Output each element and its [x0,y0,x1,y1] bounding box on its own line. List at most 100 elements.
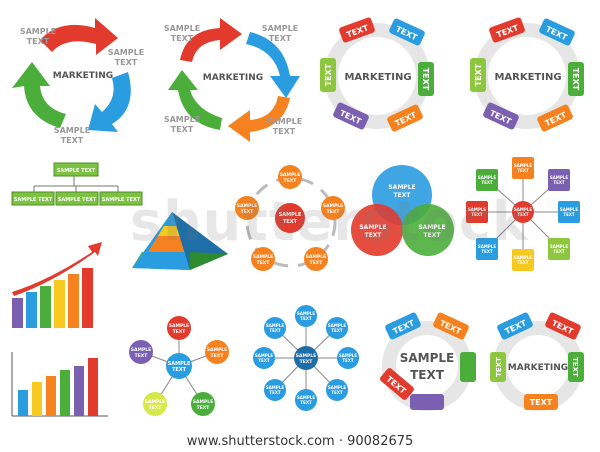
node-label: SAMPLE [306,254,326,260]
square-node-label: TEXT [517,168,529,173]
org-node [99,191,143,206]
green-segment [568,62,584,96]
org-chart: SAMPLE TEXT SAMPLE TEXT SAMPLE TEXT SAMP… [11,162,143,206]
square-node-label: SAMPLE [550,175,568,180]
org-node-label: SAMPLE TEXT [102,197,141,203]
square-node-label: SAMPLE [468,207,486,212]
node [264,379,286,401]
node-label: SAMPLE [323,203,343,209]
bar [88,358,98,416]
node-label: TEXT [241,209,255,215]
green-arrow [12,62,66,128]
footer: www.shutterstock.com · 90082675 [0,432,600,452]
square-node [512,249,534,271]
hub-circle-nodes-blue: SAMPLE TEXT SAMPLE TEXT SAMPLE TEXT SAMP… [253,305,359,411]
bar-chart [11,352,108,417]
square-node-label: SAMPLE [478,175,496,180]
node [326,317,348,339]
node-label: SAMPLE [253,254,273,260]
hub-circle-nodes-small: SAMPLE TEXT SAMPLE TEXT SAMPLE TEXT SAMP… [129,316,229,416]
red-segment [545,312,581,340]
square-node-label: TEXT [553,249,565,254]
hub-center [166,353,192,379]
node-label: TEXT [173,329,187,335]
node-label: TEXT [342,358,354,363]
diagram1-label-a1: SAMPLE [20,27,56,36]
hub-label: TEXT [517,212,529,217]
diagram2-title: MARKETING [203,73,263,83]
pyramid [132,212,228,270]
orange-segment [537,104,573,132]
green-segment-left [320,58,336,92]
ring-center-label: SAMPLE [400,351,455,365]
node [264,317,286,339]
org-node-label: SAMPLE TEXT [14,197,53,203]
node-label: TEXT [331,328,343,333]
red-segment [339,17,375,43]
hub-label: SAMPLE [514,207,532,212]
node-label: SAMPLE [237,203,257,209]
node-label: TEXT [197,405,211,411]
node-label: TEXT [258,358,270,363]
node [251,247,275,271]
green-segment [568,352,584,382]
segment-text: TEXT [571,357,579,377]
bar [26,292,37,328]
venn-diagram: SAMPLE TEXT SAMPLE TEXT SAMPLE TEXT [351,165,454,256]
node [337,347,359,369]
diagram2-label-b2: TEXT [269,34,292,43]
bar [12,298,23,328]
diagram3-title: MARKETING [344,72,411,83]
bar [74,366,84,416]
square-node [512,157,534,179]
bar [54,280,65,328]
growth-arrow [12,242,102,296]
square-node-label: TEXT [563,212,575,217]
diagram1-label-b1: SAMPLE [108,48,144,57]
purple-segment [483,102,519,130]
green-segment [460,352,476,382]
diagram1-title: MARKETING [53,71,113,81]
node-label: SAMPLE [266,323,284,328]
node-label: SAMPLE [339,353,357,358]
segment-text: TEXT [474,63,483,86]
segment-text: TEXT [495,357,503,377]
square-node [548,238,570,260]
ring-diagram-six-arrows-1: MARKETING TEXT TEXT TEXT TEXT TEXT TEXT [320,17,434,132]
node-label: TEXT [310,260,324,266]
bar [82,268,93,328]
square-node-label: TEXT [553,180,565,185]
green-segment-left [470,58,486,92]
hub-label: TEXT [300,359,314,365]
square-node-label: SAMPLE [514,163,532,168]
purple-segment [333,102,369,130]
node [205,340,229,364]
org-node-top-label: SAMPLE TEXT [57,168,96,174]
orange-arrow [228,96,290,142]
org-node [11,191,55,206]
node-label: SAMPLE [328,385,346,390]
venn-label: SAMPLE [359,224,386,231]
segment-text: TEXT [421,68,430,91]
diagram1-label-b2: TEXT [115,58,138,67]
bar [60,370,70,416]
node [235,196,259,220]
node [191,392,215,416]
node-center [275,203,305,233]
bar [46,376,56,416]
square-node [548,169,570,191]
node-label: SAMPLE [297,395,315,400]
node-label: TEXT [284,178,298,184]
red-segment [489,17,525,43]
orange-segment [524,394,558,410]
blue-segment [385,312,421,340]
hub-center [294,346,318,370]
square-node [558,201,580,223]
venn-left-red [351,204,403,256]
hub-center [512,201,534,223]
diagram2-label-d2: TEXT [273,127,296,136]
hub-label: TEXT [172,367,187,373]
blue-arrow [246,32,300,98]
bar [40,286,51,328]
square-node-label: SAMPLE [550,244,568,249]
